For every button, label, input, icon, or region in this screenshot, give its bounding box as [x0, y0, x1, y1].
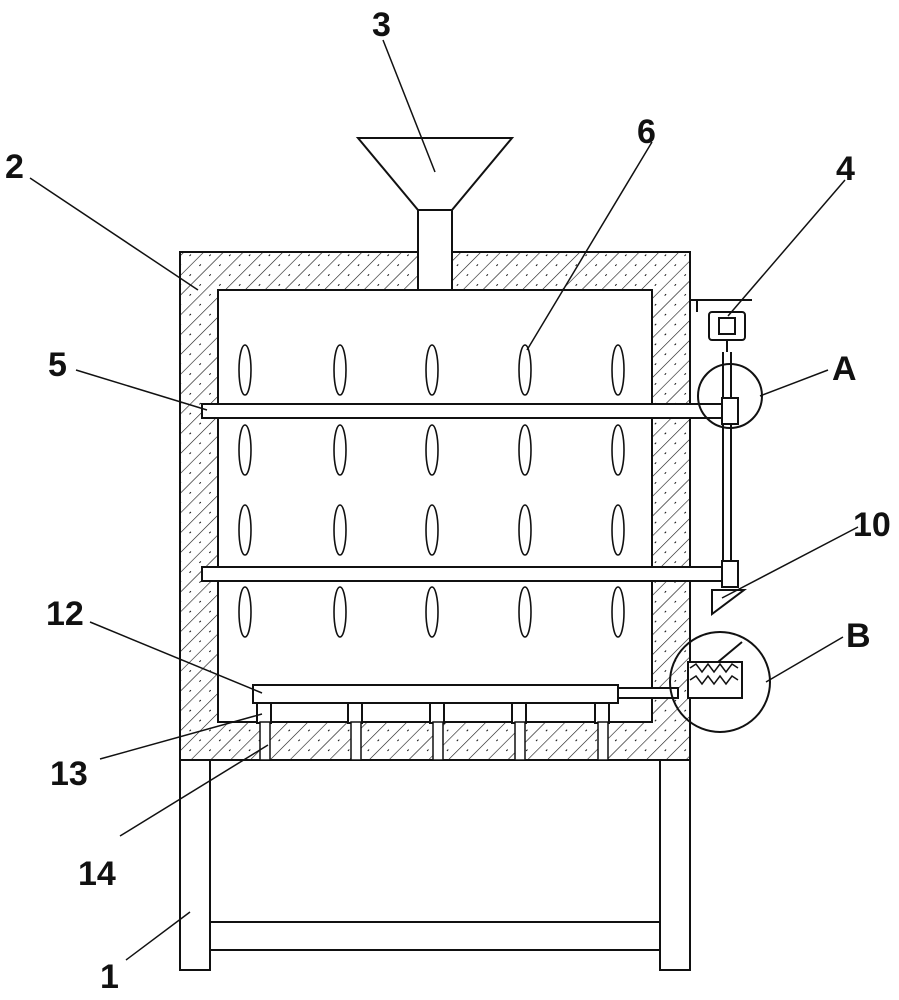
paddle-blade [518, 504, 532, 556]
housing [179, 251, 691, 761]
paddle-blade [425, 344, 439, 396]
paddle-blade [333, 504, 347, 556]
paddle-blade [425, 504, 439, 556]
paddle-blade [425, 424, 439, 476]
label-b: B [846, 617, 871, 655]
hopper [355, 137, 515, 291]
paddle-blade [333, 586, 347, 638]
detail-b-circle [669, 631, 771, 733]
paddle-blade [238, 586, 252, 638]
label-14: 14 [78, 855, 116, 893]
label-4: 4 [836, 150, 855, 188]
paddle-blade [518, 424, 532, 476]
upper-shaft [201, 403, 731, 419]
paddle-blade [611, 344, 625, 396]
paddles [238, 344, 625, 638]
lower-shaft [201, 566, 731, 582]
paddle-blade [333, 344, 347, 396]
paddle-blade [518, 586, 532, 638]
paddle-blade [611, 504, 625, 556]
label-5: 5 [48, 346, 67, 384]
label-1: 1 [100, 958, 119, 996]
paddle-blade [611, 586, 625, 638]
paddle-blade [238, 504, 252, 556]
base-frame [179, 759, 691, 971]
label-10: 10 [853, 506, 891, 544]
paddle-blade [238, 424, 252, 476]
label-6: 6 [637, 113, 656, 151]
paddle-blade [333, 424, 347, 476]
label-13: 13 [50, 755, 88, 793]
paddle-blade [518, 344, 532, 396]
spring-box [687, 641, 743, 699]
drive-assembly [690, 299, 752, 616]
labels: 3 2 6 4 5 A 10 12 B 13 14 1 [5, 6, 891, 996]
leader-lines [29, 39, 859, 961]
label-12: 12 [46, 595, 84, 633]
paddle-blade [425, 586, 439, 638]
paddle-blade [238, 344, 252, 396]
sieve-assembly [252, 684, 679, 761]
label-3: 3 [372, 6, 391, 44]
label-2: 2 [5, 148, 24, 186]
paddle-blade [611, 424, 625, 476]
label-a: A [832, 350, 857, 388]
